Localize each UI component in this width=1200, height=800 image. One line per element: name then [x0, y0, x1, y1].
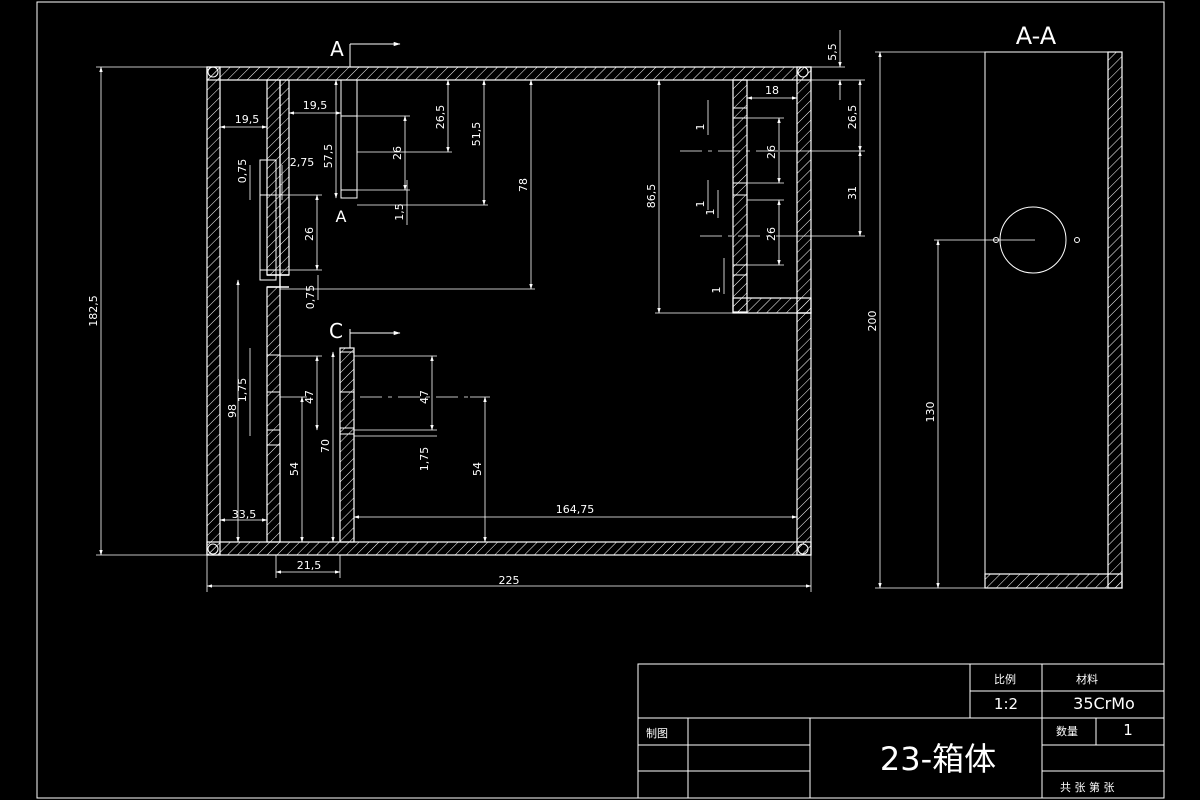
scale-label: 比例: [994, 672, 1016, 686]
outer-wall-top: [206, 66, 812, 81]
dim-1-a: 1: [694, 124, 707, 131]
scale-value: 1:2: [994, 695, 1018, 713]
dim-33-5: 33,5: [232, 508, 257, 521]
dim-47-left: 47: [303, 390, 316, 404]
outer-wall-right: [796, 312, 812, 556]
dim-1-d: 1: [710, 287, 723, 294]
dim-19-5-mid: 19,5: [303, 99, 328, 112]
outer-wall-bottom: [206, 541, 812, 556]
dim-1-75-left: 1,75: [236, 378, 249, 403]
dim-2-75: 2,75: [290, 156, 315, 169]
dim-18: 18: [765, 84, 779, 97]
dim-200: 200: [866, 311, 879, 332]
sheet-text: 共 张 第 张: [1060, 780, 1115, 794]
dim-1-75-right: 1,75: [418, 447, 431, 472]
material-value: 35CrMo: [1073, 694, 1135, 713]
dim-0-75-b: 0,75: [304, 285, 317, 310]
dim-54-left: 54: [288, 462, 301, 476]
drawing-frame: [36, 1, 1165, 799]
dim-26-right-lower: 26: [765, 227, 778, 241]
section-markers: [349, 41, 401, 348]
dim-130: 130: [924, 402, 937, 423]
dim-1-c: 1: [704, 209, 717, 216]
dim-51-5: 51,5: [470, 122, 483, 147]
dim-26-left-slot: 26: [303, 227, 316, 241]
dim-182-5: 182,5: [87, 295, 100, 327]
section-label-c: C: [329, 319, 343, 343]
dim-21-5: 21,5: [297, 559, 322, 572]
outer-wall-left: [206, 66, 221, 556]
left-inner-wall-lower: [266, 286, 281, 543]
dim-19-5-left: 19,5: [235, 113, 260, 126]
dim-225: 225: [499, 574, 520, 587]
dimension-texts: 5,5 19,5 19,5 26,5 51,5 57,5 26 0,75 2,7…: [87, 43, 937, 587]
dim-78: 78: [517, 178, 530, 192]
quantity-value: 1: [1123, 721, 1133, 739]
dim-86-5: 86,5: [645, 184, 658, 209]
left-inner-wall: [266, 79, 281, 276]
dim-0-75-a: 0,75: [236, 159, 249, 184]
title-block: 比例 1:2 材料 35CrMo 制图 23-箱体 数量 1 共 张 第 张: [637, 663, 1165, 799]
main-view: [206, 66, 812, 556]
drawn-label: 制图: [646, 727, 668, 740]
dim-54-right: 54: [471, 462, 484, 476]
corner-hole-tr: [797, 66, 809, 78]
dim-26-5-top: 26,5: [434, 105, 447, 130]
section-view-aa: [875, 51, 1123, 589]
drawing-title: 23-箱体: [880, 740, 996, 778]
dim-164-75: 164,75: [556, 503, 595, 516]
section-label-a-bottom: A: [336, 207, 347, 226]
dim-26-top-slot: 26: [391, 146, 404, 160]
dim-31: 31: [846, 186, 859, 200]
mid-wall-lower: [339, 347, 355, 543]
section-label-a-top: A: [330, 37, 344, 61]
dim-5-5: 5,5: [826, 43, 839, 61]
dim-47-right: 47: [418, 390, 431, 404]
dimension-lines: [96, 30, 865, 592]
right-pocket-wall-bottom: [732, 297, 812, 314]
material-label: 材料: [1076, 672, 1098, 686]
section-title-aa: A-A: [1016, 22, 1057, 50]
quantity-label: 数量: [1056, 725, 1078, 738]
dim-1-b: 1: [694, 201, 707, 208]
dim-57-5: 57,5: [322, 144, 335, 169]
corner-hole-tl: [207, 66, 219, 78]
outer-wall-right-upper: [796, 66, 812, 314]
dim-98: 98: [226, 404, 239, 418]
mid-wall-upper: [279, 79, 290, 276]
dim-26-5-right: 26,5: [846, 105, 859, 130]
dim-26-right-upper: 26: [765, 145, 778, 159]
dim-70: 70: [319, 439, 332, 453]
corner-hole-bl: [207, 543, 219, 555]
corner-hole-br: [797, 543, 809, 555]
right-pocket-wall-left: [732, 79, 748, 313]
dim-1-5: 1,5: [393, 203, 406, 221]
